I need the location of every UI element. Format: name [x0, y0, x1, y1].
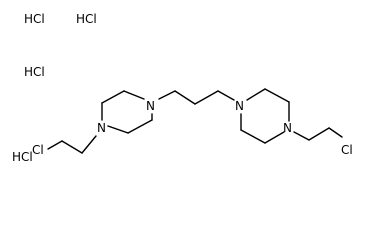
right-chloroethyl-chain — [293, 127, 343, 141]
hcl-label-2: HCl — [76, 12, 97, 26]
bond-ch2-ch2-linker-2 — [194, 90, 219, 105]
bond-ring-left-6 — [107, 125, 129, 134]
chemical-structure-diagram: HCl HCl HCl HCl Cl N N — [12, 12, 353, 164]
bond-ring-right-1 — [246, 88, 266, 101]
hcl-label-4: HCl — [12, 150, 33, 164]
bond-ch2-n-left — [81, 135, 97, 154]
bond-ring-left-5 — [127, 119, 153, 134]
right-piperazine-ring — [240, 88, 290, 144]
hcl-label-3: HCl — [24, 65, 45, 79]
propyl-linker — [158, 90, 235, 105]
bond-ch2-cl-right — [328, 127, 343, 138]
atom-n-left-bottom: N — [97, 121, 106, 135]
hcl-label-1: HCl — [24, 12, 45, 26]
bond-ch2-n-right — [217, 90, 235, 101]
bond-n-left-ch2 — [158, 90, 176, 100]
atom-cl-right: Cl — [341, 143, 353, 157]
bond-n-right-ch2 — [293, 131, 310, 141]
atom-n-left-top: N — [146, 99, 155, 113]
left-chloroethyl-chain — [47, 135, 97, 154]
bond-ring-right-5 — [240, 129, 266, 144]
bond-ch2-ch2-linker — [174, 90, 196, 105]
bond-ring-left-3 — [123, 90, 145, 100]
bond-ch2-ch2-right — [308, 127, 330, 141]
left-piperazine-ring — [101, 90, 153, 134]
bond-cl-left-ch2 — [47, 140, 63, 150]
bond-ring-right-2 — [264, 88, 290, 103]
bond-ch2-ch2-left — [61, 140, 83, 154]
atom-cl-left: Cl — [32, 143, 44, 157]
atom-n-right-bottom: N — [283, 121, 292, 135]
bond-ring-right-4 — [264, 131, 285, 144]
atom-n-right-top: N — [235, 99, 244, 113]
bond-ring-left-2 — [101, 90, 125, 104]
